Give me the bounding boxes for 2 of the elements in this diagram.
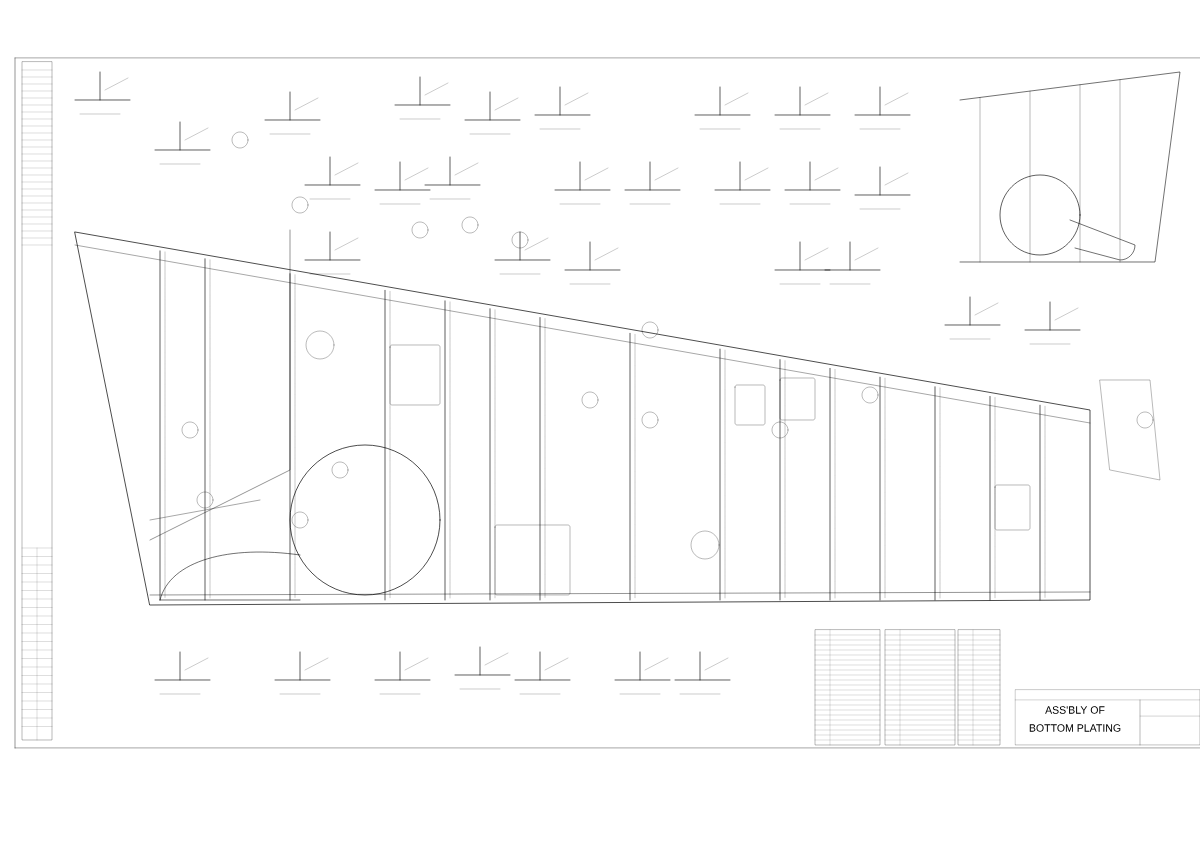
title-text: ASS'BLY OF <box>1045 706 1105 714</box>
title-text: BOTTOM PLATING <box>1029 724 1121 732</box>
